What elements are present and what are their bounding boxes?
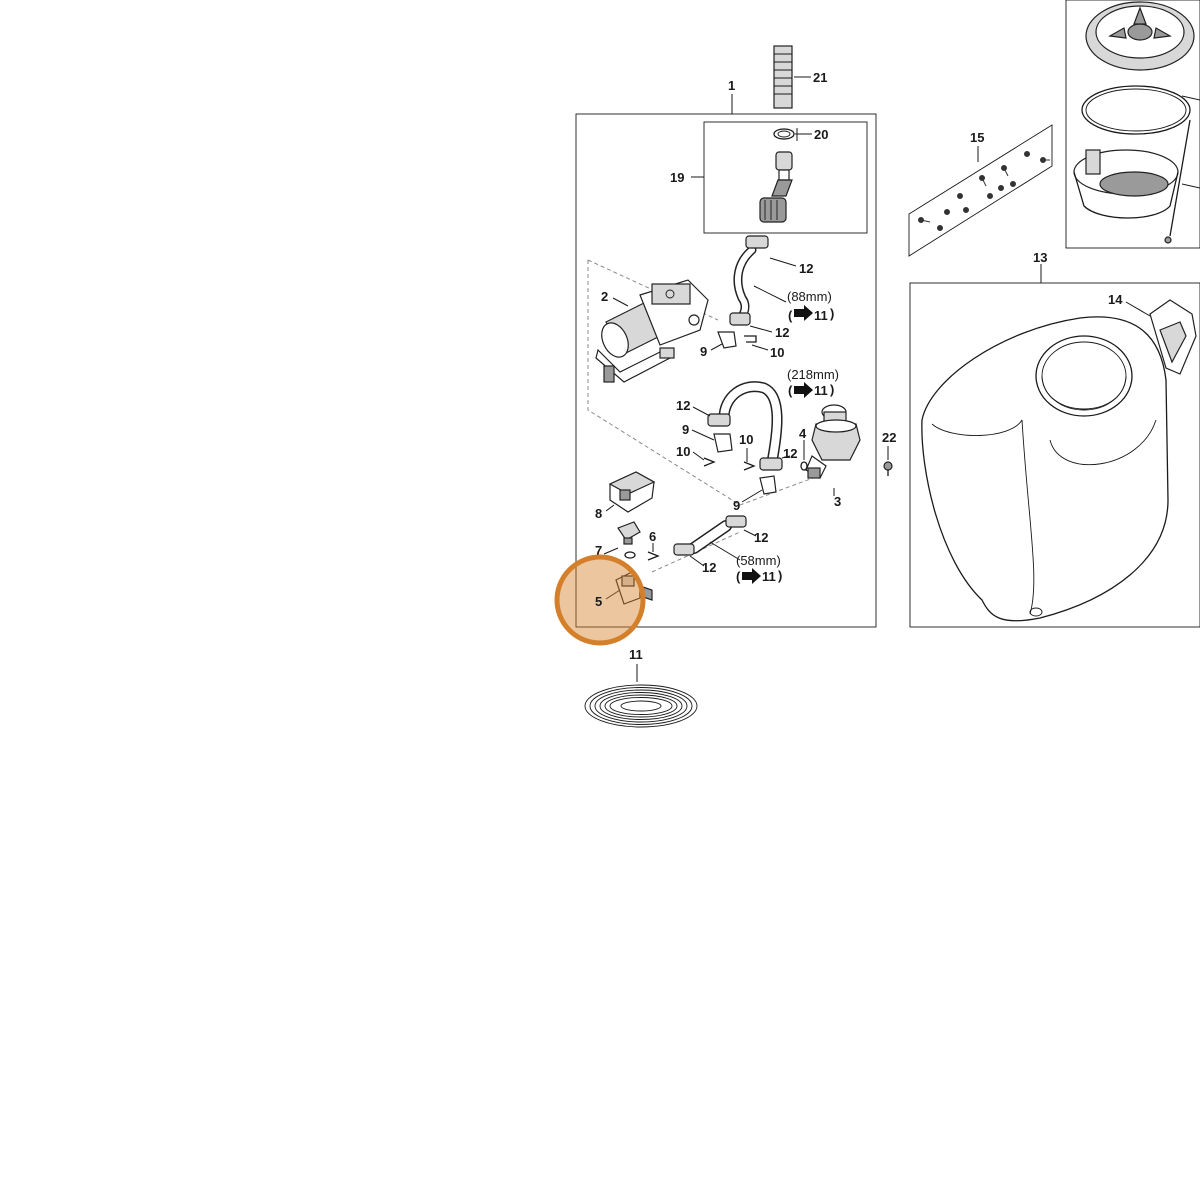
part-21-tube [773, 45, 793, 109]
clamp-12-c [707, 413, 731, 427]
svg-text:): ) [778, 568, 782, 583]
callout-12-e: 12 [754, 530, 768, 545]
callout-13: 13 [1033, 250, 1047, 265]
callout-10-b: 10 [676, 444, 690, 459]
svg-text:(: ( [736, 569, 741, 584]
group-13-frame [909, 282, 1200, 628]
callout-6: 6 [649, 529, 656, 544]
callout-15: 15 [970, 130, 984, 145]
callout-8: 8 [595, 506, 602, 521]
part-8-block [608, 471, 656, 513]
callout-19: 19 [670, 170, 684, 185]
svg-text:(218mm): (218mm) [787, 367, 839, 382]
group-1-frame [575, 113, 877, 628]
elbow-9-c [759, 475, 777, 495]
svg-text:): ) [830, 382, 834, 397]
part-22-screw [883, 461, 893, 476]
note-hose-58: (58mm) ( 11 ) [736, 553, 782, 584]
part-19-fitting [759, 151, 793, 223]
part-4-oring [800, 461, 808, 471]
clamp-12-a [745, 235, 769, 249]
part-20-oring [773, 128, 795, 140]
part-6-clip [647, 551, 660, 561]
arrow-right-icon [794, 305, 813, 321]
pump-group-outline [587, 260, 814, 506]
group-15-frame [908, 124, 1053, 257]
callout-12-d: 12 [783, 446, 797, 461]
callout-11: 11 [629, 647, 643, 662]
part-13-tank [921, 316, 1169, 622]
svg-text:11: 11 [814, 383, 828, 398]
arrow-right-icon [794, 382, 813, 398]
highlight-marker[interactable] [554, 554, 646, 646]
callout-14: 14 [1108, 292, 1123, 307]
callout-7: 7 [595, 543, 602, 558]
callout-10-a: 10 [770, 345, 784, 360]
strainer-basket [1073, 149, 1179, 219]
part-11-hose-coil [584, 684, 698, 728]
callout-12-f: 12 [702, 560, 716, 575]
svg-text:): ) [830, 306, 834, 321]
clamp-12-e [725, 515, 747, 528]
top-right-frame [1065, 0, 1200, 249]
callout-21: 21 [813, 70, 827, 85]
svg-text:(88mm): (88mm) [787, 289, 832, 304]
callout-9-a: 9 [700, 344, 707, 359]
part-14-bracket [1149, 299, 1197, 375]
dipstick [1169, 119, 1191, 237]
clamp-12-f [673, 543, 695, 556]
callout-12-a: 12 [799, 261, 813, 276]
part-15-screws [918, 151, 1050, 231]
part-2-pump [595, 279, 709, 383]
callout-10-c: 10 [739, 432, 753, 447]
callout-12-b: 12 [775, 325, 789, 340]
callout-1: 1 [728, 78, 735, 93]
callout-3: 3 [834, 494, 841, 509]
cap-gasket [1081, 85, 1191, 135]
part-7-oring [624, 551, 636, 559]
callout-20: 20 [814, 127, 828, 142]
part-3-filter [805, 404, 861, 479]
note-hose-218: (218mm) ( 11 ) [787, 367, 839, 398]
callout-9-b: 9 [682, 422, 689, 437]
svg-text:11: 11 [814, 308, 828, 323]
svg-text:(: ( [788, 383, 793, 398]
callout-4: 4 [799, 426, 807, 441]
callout-2: 2 [601, 289, 608, 304]
callout-12-c: 12 [676, 398, 690, 413]
svg-text:(58mm): (58mm) [736, 553, 781, 568]
clip-10-c [743, 461, 756, 471]
svg-text:11: 11 [762, 569, 776, 584]
arrow-right-icon [742, 568, 761, 584]
svg-text:(: ( [788, 308, 793, 323]
callout-5: 5 [595, 594, 602, 609]
clamp-12-d [759, 457, 783, 471]
note-hose-88: (88mm) ( 11 ) [787, 289, 834, 323]
callout-9-c: 9 [733, 498, 740, 513]
clip-10-a [744, 335, 757, 343]
tank-cap [1085, 1, 1195, 71]
clamp-12-b [729, 312, 751, 326]
clip-10-b [703, 457, 716, 467]
elbow-9-b [713, 433, 733, 453]
callout-22: 22 [882, 430, 896, 445]
part-7-fitting [617, 521, 641, 545]
elbow-9-a [717, 331, 737, 349]
